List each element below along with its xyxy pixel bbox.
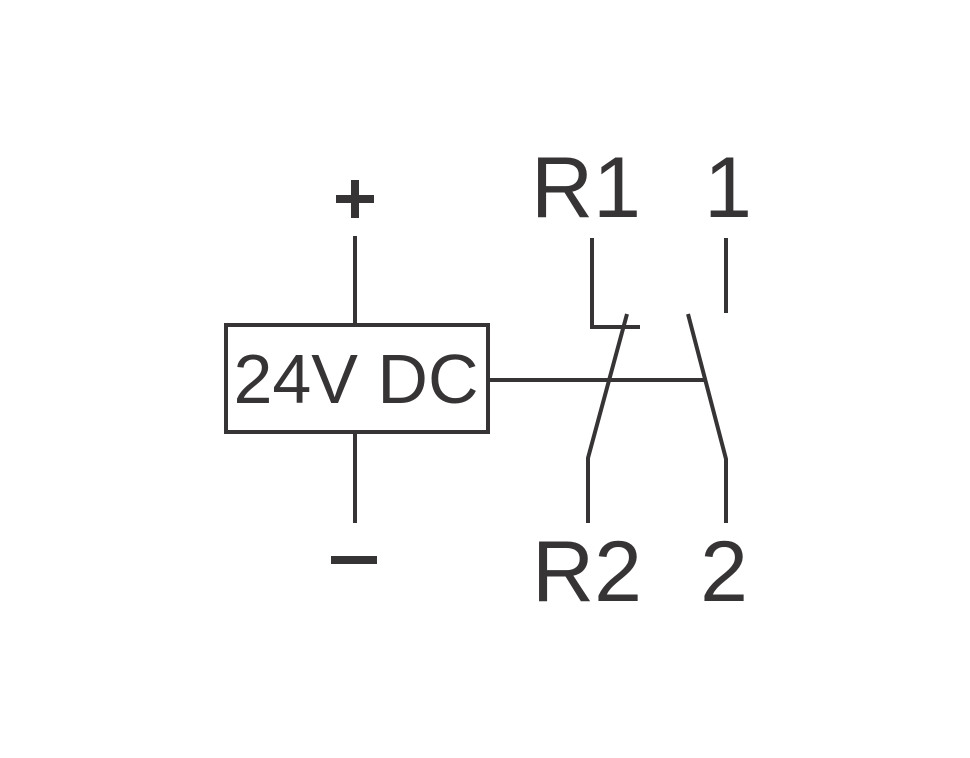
nc-contact-fixed-lead [590,238,640,329]
plus-icon: + [336,180,374,218]
power-supply-box [224,323,490,434]
power-supply-label: 24V DC [233,340,478,418]
label-1: 1 [704,140,752,236]
label-group: 24V DC R1 1 R2 2 [233,140,751,620]
wire-group: + − [224,180,728,564]
label-r2: R2 [532,524,642,620]
label-r1: R1 [531,140,641,236]
label-2: 2 [700,524,748,620]
nc-contact-moving-arm [586,313,629,523]
no-contact-moving-arm [686,313,728,523]
